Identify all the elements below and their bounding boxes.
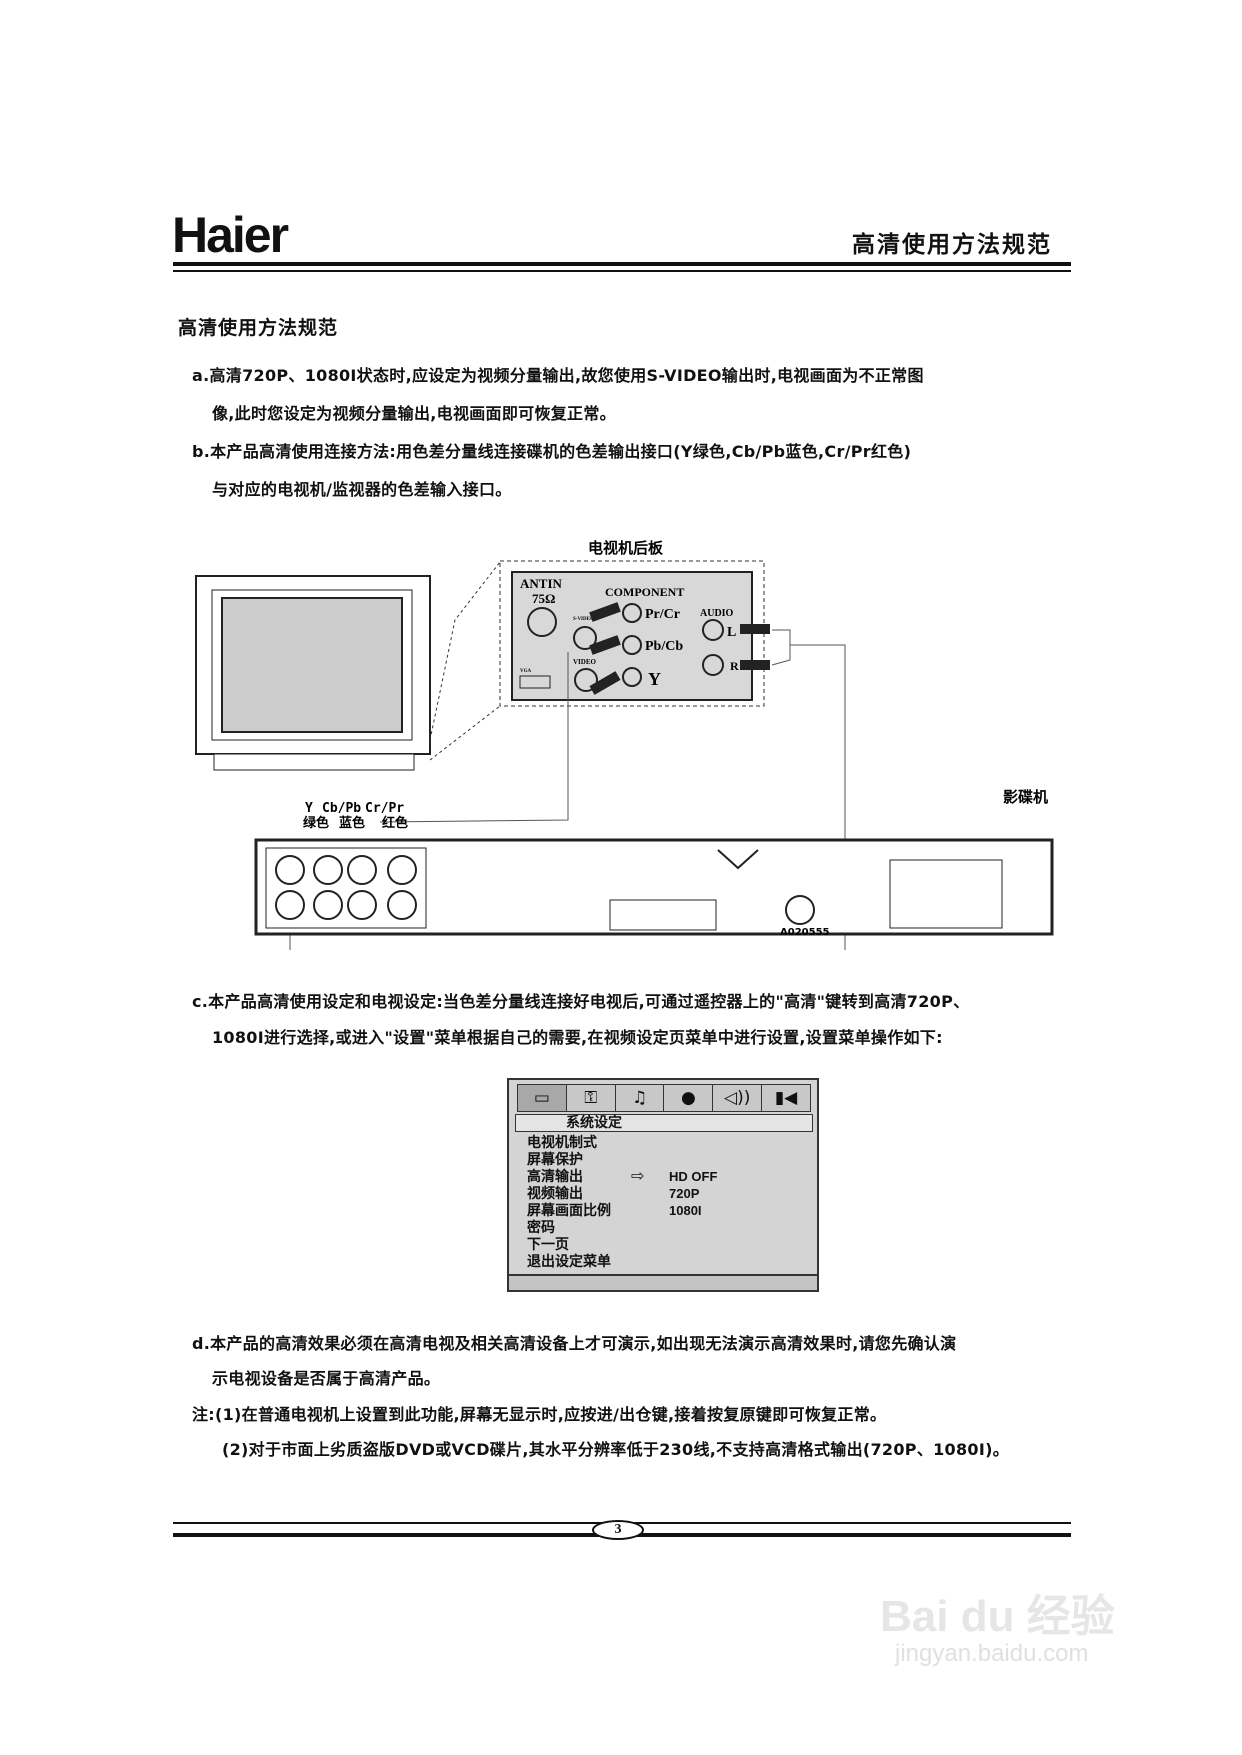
- speaker-icon: ◁)): [713, 1085, 763, 1111]
- cables: [289, 629, 846, 950]
- tv-panel-label: 电视机后板: [588, 539, 664, 557]
- haier-logo: Haier: [172, 207, 289, 263]
- menu-item: 电视机制式: [527, 1135, 597, 1151]
- pr-jack: [622, 603, 642, 623]
- arrow-right-icon: ⇨: [631, 1166, 645, 1185]
- setup-menu-screenshot: ▭ ⚿ ♫ ● ◁)) ▮◀ 系统设定 电视机制式 屏幕保护 高清输出 视频输出…: [507, 1078, 819, 1292]
- note-1: 注:(1)在普通电视机上设置到此功能,屏幕无显示时,应按进/出仓键,接着按复原键…: [192, 1405, 887, 1424]
- audio-label: AUDIO: [700, 608, 734, 619]
- cable-cb-label: Cb/Pb: [322, 801, 361, 816]
- component-plug: [589, 635, 621, 655]
- component-plug: [589, 671, 621, 695]
- audio-l-jack: [702, 619, 724, 641]
- connection-diagram: 电视机后板 ANTIN 75Ω COMPONENT Pr/Cr Pb/Cb Y …: [195, 539, 1054, 950]
- monitor-icon: ▭: [518, 1085, 567, 1111]
- header-title: 高清使用方法规范: [852, 232, 1052, 258]
- tv-illustration: [195, 575, 431, 771]
- pr-label: Pr/Cr: [645, 607, 680, 622]
- audio-plug: [740, 624, 770, 634]
- antenna-jack: [527, 607, 557, 637]
- pb-label: Pb/Cb: [645, 639, 683, 654]
- pb-jack: [622, 635, 642, 655]
- menu-item: 密码: [527, 1220, 555, 1236]
- paragraph-a-line1: a.高清720P、1080I状态时,应设定为视频分量输出,故您使用S-VIDEO…: [192, 366, 924, 385]
- svideo-label: S-VIDEO: [573, 617, 594, 622]
- menu-item: 退出设定菜单: [527, 1254, 611, 1270]
- ccc-mark: [785, 895, 815, 925]
- menu-item: 高清输出: [527, 1169, 583, 1185]
- music-icon: ♫: [615, 1085, 665, 1111]
- player-jack-panel: [265, 847, 427, 929]
- ohm-label: 75Ω: [532, 591, 555, 606]
- menu-option: 1080I: [669, 1203, 702, 1218]
- paragraph-b-line2: 与对应的电视机/监视器的色差输入接口。: [212, 480, 512, 499]
- vga-port: [519, 675, 551, 689]
- menu-item: 下一页: [527, 1237, 569, 1253]
- header-rule-thin: [173, 270, 1071, 272]
- dolby-icon: ▮◀: [762, 1085, 810, 1111]
- page-number: 3: [592, 1520, 644, 1540]
- player-label: 影碟机: [1003, 788, 1048, 806]
- screw-notch: [717, 849, 759, 870]
- rating-label: [889, 859, 1003, 929]
- header-rule: [173, 262, 1071, 266]
- vga-label: VGA: [520, 669, 532, 674]
- audio-r-label: R: [730, 659, 739, 673]
- section-title: 高清使用方法规范: [178, 317, 339, 339]
- cable-y-label: Y: [305, 801, 313, 816]
- green-label: 绿色: [303, 815, 329, 831]
- component-label: COMPONENT: [605, 585, 684, 599]
- component-plug: [589, 602, 621, 622]
- antin-label: ANTIN: [520, 576, 563, 591]
- svideo-jack: [573, 626, 597, 650]
- menu-title: 系统设定: [515, 1114, 813, 1132]
- y-label: Y: [648, 669, 661, 689]
- audio-r-jack: [702, 654, 724, 676]
- cert-number: A020555: [780, 927, 830, 938]
- player-jacks: [275, 855, 417, 920]
- menu-item: 屏幕保护: [527, 1152, 583, 1168]
- paragraph-c-line2: 1080I进行选择,或进入"设置"菜单根据自己的需要,在视频设定页菜单中进行设置…: [212, 1028, 943, 1047]
- menu-item: 视频输出: [527, 1186, 583, 1202]
- menu-option: 720P: [669, 1186, 700, 1201]
- watermark-url: jingyan.baidu.com: [895, 1640, 1089, 1667]
- baidu-watermark: Bai du 经验: [880, 1592, 1115, 1641]
- warning-label: [609, 899, 717, 931]
- audio-plug: [740, 660, 770, 670]
- color-icon: ●: [664, 1085, 714, 1111]
- menu-footer-bar: [507, 1274, 819, 1292]
- paragraph-d-line2: 示电视设备是否属于高清产品。: [212, 1369, 441, 1388]
- paragraph-d-line1: d.本产品的高清效果必须在高清电视及相关高清设备上才可演示,如出现无法演示高清效…: [192, 1334, 957, 1353]
- cable-cr-label: Cr/Pr: [365, 801, 404, 816]
- lock-icon: ⚿: [566, 1085, 616, 1111]
- video-jack: [574, 668, 598, 692]
- y-jack: [622, 667, 642, 687]
- paragraph-a-line2: 像,此时您设定为视频分量输出,电视画面即可恢复正常。: [212, 404, 616, 423]
- note-2: (2)对于市面上劣质盗版DVD或VCD碟片,其水平分辨率低于230线,不支持高清…: [222, 1440, 1009, 1459]
- paragraph-b-line1: b.本产品高清使用连接方法:用色差分量线连接碟机的色差输出接口(Y绿色,Cb/P…: [192, 442, 912, 461]
- paragraph-c-line1: c.本产品高清使用设定和电视设定:当色差分量线连接好电视后,可通过遥控器上的"高…: [192, 992, 970, 1011]
- video-label: VIDEO: [573, 658, 597, 666]
- menu-option: HD OFF: [669, 1169, 718, 1184]
- red-label: 红色: [382, 815, 408, 831]
- audio-l-label: L: [727, 625, 736, 640]
- blue-label: 蓝色: [339, 815, 365, 831]
- callout-lines: [429, 561, 501, 761]
- menu-item: 屏幕画面比例: [527, 1203, 611, 1219]
